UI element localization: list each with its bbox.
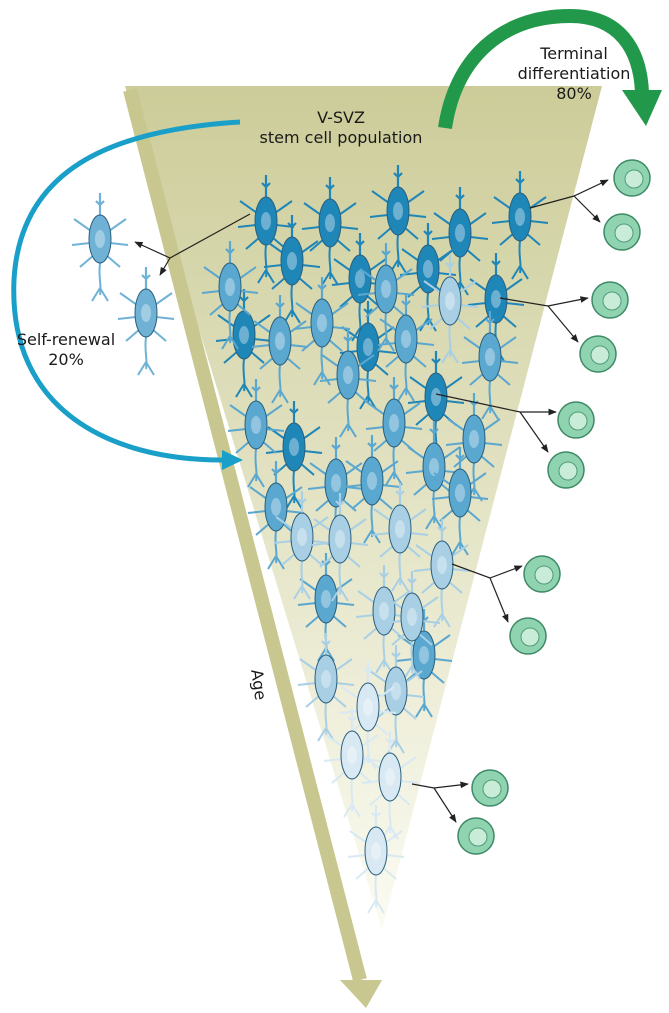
terminal-text-line1: Terminal (504, 44, 644, 64)
differentiated-cell-icon (510, 618, 546, 654)
terminal-text-line2: differentiation (504, 64, 644, 84)
differentiated-cell-icon (558, 402, 594, 438)
age-axis-label: Age (247, 668, 270, 701)
differentiated-cell-icon (580, 336, 616, 372)
terminal-percent: 80% (504, 84, 644, 104)
stem-cell-neuron-icon (118, 267, 174, 375)
age-axis-arrowhead (340, 980, 382, 1008)
differentiated-cell-icon (604, 214, 640, 250)
self-renewal-text: Self-renewal (16, 330, 116, 350)
self-renewal-percent: 20% (16, 350, 116, 370)
differentiated-cell-icon (592, 282, 628, 318)
differentiated-cell-icon (524, 556, 560, 592)
differentiated-cell-icon (614, 160, 650, 196)
population-title-line2: stem cell population (236, 128, 446, 148)
self-renewal-label: Self-renewal 20% (16, 330, 116, 370)
stem-cell-neuron-icon (72, 193, 128, 301)
terminal-differentiation-label: Terminal differentiation 80% (504, 44, 644, 104)
differentiated-cell-icon (548, 452, 584, 488)
population-title: V-SVZ stem cell population (236, 108, 446, 148)
differentiated-cell-icon (458, 818, 494, 854)
population-title-line1: V-SVZ (236, 108, 446, 128)
differentiated-cell-icon (472, 770, 508, 806)
